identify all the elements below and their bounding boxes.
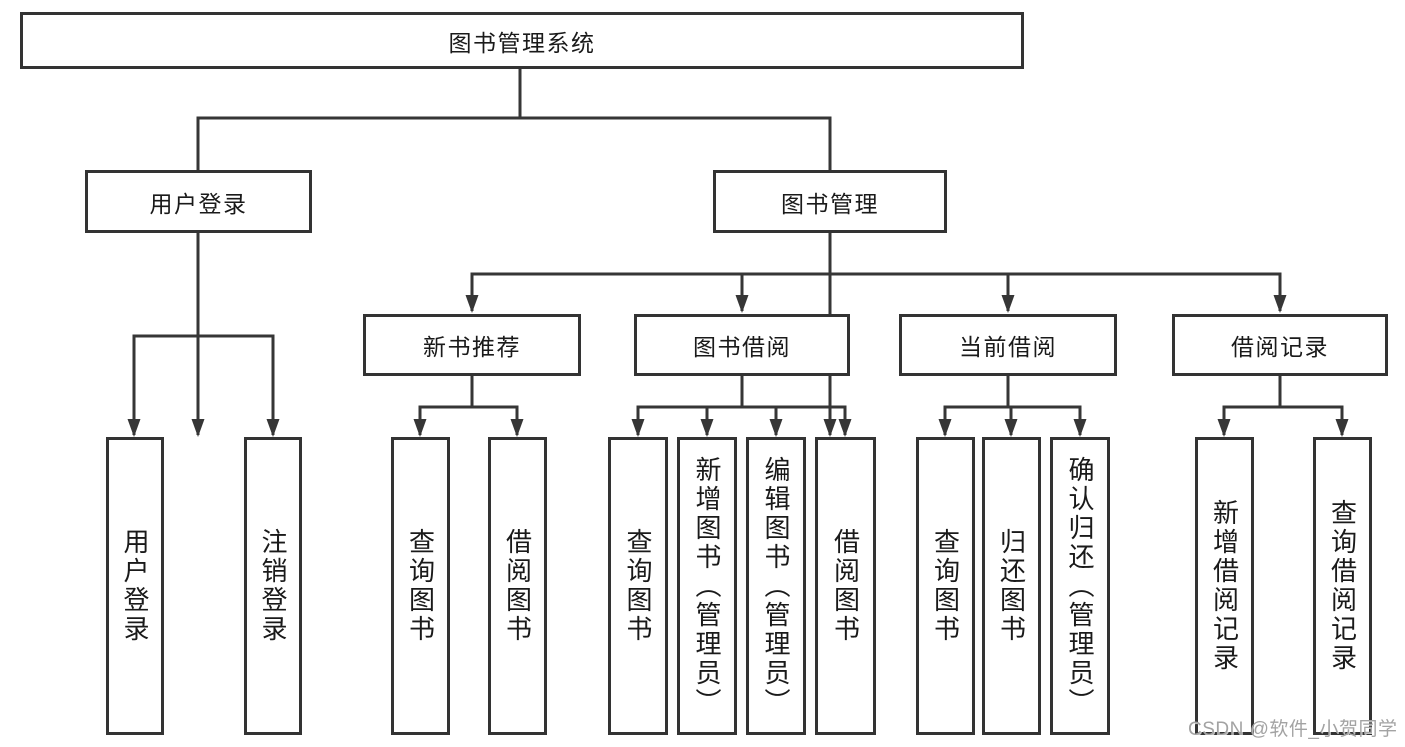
node-borrow-records-label: 借阅记录: [1231, 334, 1329, 360]
leaf-current-return: 归还图书: [982, 437, 1041, 735]
connector-root-branch: [191, 116, 837, 437]
node-user-login-label: 用户登录: [149, 190, 248, 217]
connector-login-branch: [127, 334, 280, 437]
leaf-borrow-add-label: 新增图书（管理员）: [692, 455, 722, 717]
node-current-borrow: 当前借阅: [899, 314, 1117, 376]
leaf-current-return-label: 归还图书: [996, 528, 1027, 644]
leaf-current-confirm-label: 确认归还（管理员）: [1065, 455, 1095, 717]
leaf-logout-label: 注销登录: [258, 528, 288, 644]
leaf-records-query: 查询借阅记录: [1313, 437, 1372, 735]
leaf-borrow-add: 新增图书（管理员）: [677, 437, 737, 735]
node-current-borrow-label: 当前借阅: [959, 334, 1057, 360]
node-book-mgmt-label: 图书管理: [781, 190, 879, 217]
leaf-borrow-query: 查询图书: [608, 437, 668, 735]
leaf-current-confirm: 确认归还（管理员）: [1050, 437, 1110, 735]
leaf-newbooks-borrow: 借阅图书: [488, 437, 547, 735]
leaf-borrow-borrow-label: 借阅图书: [830, 528, 861, 644]
leaf-records-add: 新增借阅记录: [1195, 437, 1254, 735]
leaf-borrow-query-label: 查询图书: [623, 528, 653, 644]
leaf-records-query-label: 查询借阅记录: [1327, 499, 1358, 673]
leaf-borrow-edit-label: 编辑图书（管理员）: [761, 455, 791, 717]
node-borrow-records: 借阅记录: [1172, 314, 1388, 376]
watermark: CSDN @软件_小贺同学: [1188, 719, 1398, 740]
node-book-mgmt: 图书管理: [713, 170, 947, 233]
node-user-login: 用户登录: [85, 170, 312, 233]
connector-records-branch: [1217, 405, 1349, 437]
leaf-newbooks-query-label: 查询图书: [405, 528, 436, 644]
node-new-books-label: 新书推荐: [423, 334, 521, 360]
node-book-borrow-label: 图书借阅: [693, 334, 791, 360]
node-root: 图书管理系统: [20, 12, 1024, 69]
leaf-records-add-label: 新增借阅记录: [1209, 499, 1240, 673]
leaf-current-query: 查询图书: [916, 437, 975, 735]
leaf-newbooks-borrow-label: 借阅图书: [502, 528, 533, 644]
node-new-books: 新书推荐: [363, 314, 581, 376]
leaf-newbooks-query: 查询图书: [391, 437, 450, 735]
connector-mgmt-branch: [465, 272, 1287, 313]
node-book-borrow: 图书借阅: [634, 314, 850, 376]
leaf-user-login: 用户登录: [106, 437, 164, 735]
leaf-logout: 注销登录: [244, 437, 302, 735]
connector-newbooks-branch: [413, 405, 524, 437]
connector-borrow-branch: [631, 405, 852, 437]
leaf-borrow-borrow: 借阅图书: [815, 437, 876, 735]
leaf-borrow-edit: 编辑图书（管理员）: [746, 437, 806, 735]
leaf-user-login-label: 用户登录: [120, 528, 150, 644]
leaf-current-query-label: 查询图书: [930, 528, 961, 644]
node-root-label: 图书管理系统: [448, 29, 596, 56]
